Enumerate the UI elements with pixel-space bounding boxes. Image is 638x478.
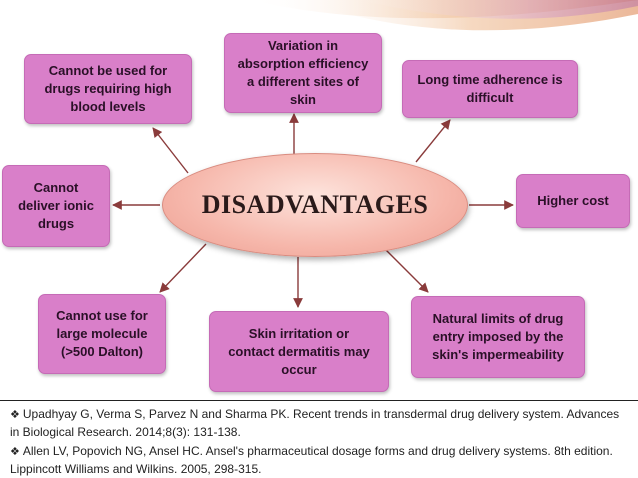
node-irritation: Skin irritation or contact dermatitis ma… [209,311,389,392]
center-label: DISADVANTAGES [201,190,429,219]
node-ionic: Cannot deliver ionic drugs [2,165,110,247]
reference-text: Allen LV, Popovich NG, Ansel HC. Ansel's… [10,444,613,476]
node-irritation-text: Skin irritation or contact dermatitis ma… [228,325,370,377]
reference-item: ❖Upadhyay G, Verma S, Parvez N and Sharm… [10,406,630,441]
node-blood-levels-text: Cannot be used for drugs requiring high … [44,63,172,114]
reference-item: ❖Allen LV, Popovich NG, Ansel HC. Ansel'… [10,443,630,478]
node-cost: Higher cost [516,174,630,228]
arrow-to-large-molecule [159,243,207,293]
node-large-molecule-text: Cannot use for large molecule (>500 Dalt… [56,308,148,359]
node-adherence: Long time adherence is difficult [402,60,578,118]
node-absorption-text: Variation in absorption efficiency a dif… [237,38,369,107]
node-absorption: Variation in absorption efficiency a dif… [224,33,382,113]
node-cost-text: Higher cost [537,193,609,208]
node-large-molecule: Cannot use for large molecule (>500 Dalt… [38,294,166,374]
node-ionic-text: Cannot deliver ionic drugs [18,180,94,231]
arrow-to-adherence [415,119,451,163]
node-adherence-text: Long time adherence is difficult [417,72,563,105]
diamond-bullet-icon: ❖ [10,446,20,458]
node-limits-text: Natural limits of drug entry imposed by … [432,311,564,362]
references: ❖Upadhyay G, Verma S, Parvez N and Sharm… [0,400,638,478]
diamond-bullet-icon: ❖ [10,409,20,421]
arrow-to-blood-levels [152,127,189,174]
node-limits: Natural limits of drug entry imposed by … [411,296,585,378]
arrow-to-limits [385,249,429,293]
reference-text: Upadhyay G, Verma S, Parvez N and Sharma… [10,407,620,439]
center-ellipse: DISADVANTAGES [162,153,468,257]
node-blood-levels: Cannot be used for drugs requiring high … [24,54,192,124]
